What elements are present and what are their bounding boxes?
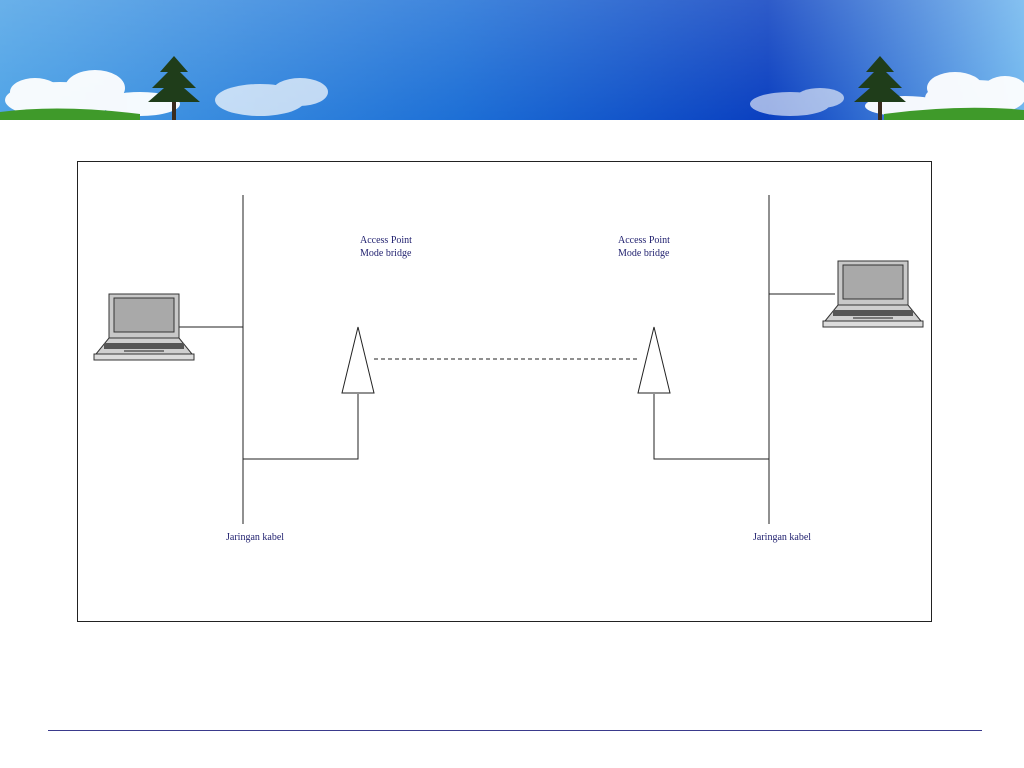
- access-point-label-left: Access Point Mode bridge: [360, 234, 412, 260]
- antenna-icon: [341, 326, 375, 394]
- cloud-right: [865, 72, 1024, 116]
- network-diagram: Access Point Mode bridge Access Point Mo…: [77, 161, 932, 622]
- access-point-label-line2: Mode bridge: [618, 248, 670, 259]
- sky-banner-graphic: [0, 0, 1024, 120]
- ap-link-right: [653, 394, 769, 460]
- access-point-label-line2: Mode bridge: [360, 248, 412, 259]
- laptop-icon: [93, 293, 195, 361]
- wired-network-label-left: Jaringan kabel: [226, 532, 285, 543]
- access-point-label-line1: Access Point: [618, 235, 670, 246]
- diagram-canvas: [93, 195, 924, 524]
- wired-network-label-right: Jaringan kabel: [753, 532, 812, 543]
- access-point-label-line1: Access Point: [360, 235, 412, 246]
- tree-left: [148, 56, 200, 120]
- tree-right: [854, 56, 906, 120]
- laptop-icon: [822, 260, 924, 328]
- antenna-icon: [637, 326, 671, 394]
- header-banner: [0, 0, 1024, 120]
- access-point-label-right: Access Point Mode bridge: [618, 234, 670, 260]
- footer-divider: [48, 730, 982, 731]
- ap-link-left: [243, 394, 359, 460]
